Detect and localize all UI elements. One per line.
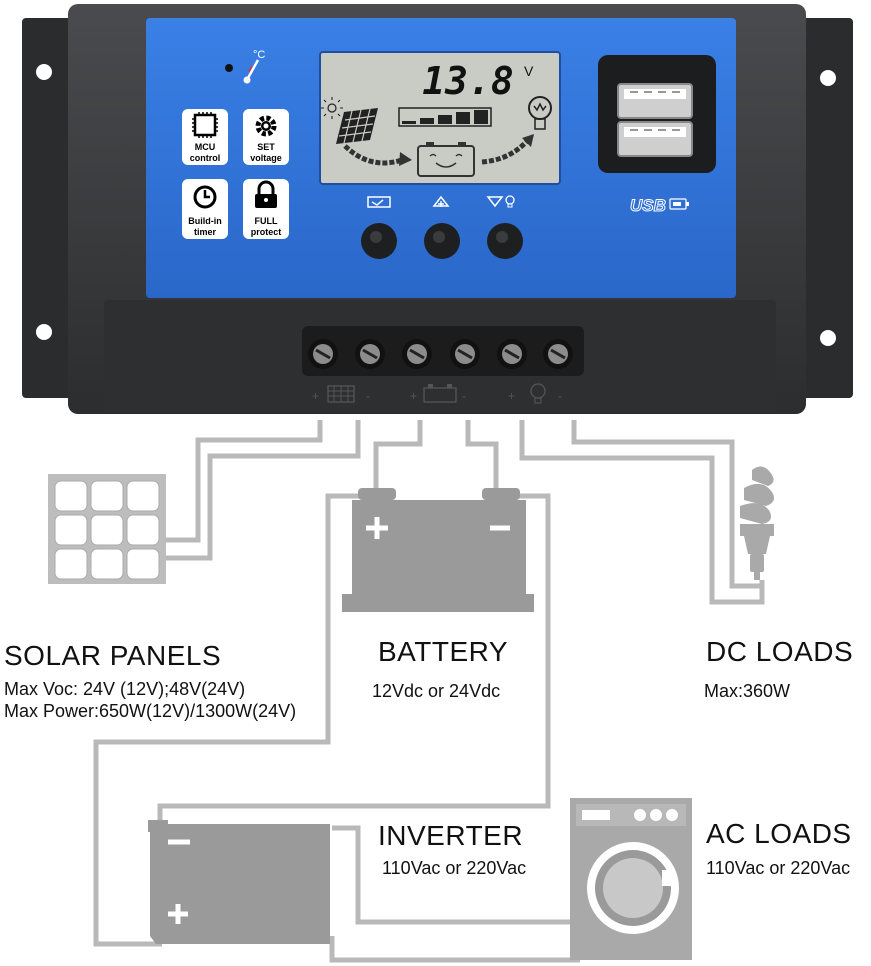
gear-icon: [255, 115, 277, 137]
battery-voltage: 12Vdc or 24Vdc: [372, 681, 501, 701]
feature-set-voltage: SET voltage: [243, 109, 289, 165]
ac-loads-voltage: 110Vac or 220Vac: [706, 858, 851, 878]
load-plus-sign: +: [508, 389, 515, 403]
feature-timer-line2: timer: [194, 227, 217, 237]
temperature-sensor: [225, 64, 233, 72]
bulb-icon: [530, 383, 546, 404]
cfl-bulb-illustration: [740, 466, 774, 580]
usb-label: USB: [630, 196, 666, 215]
lcd-bulb-icon: [528, 96, 552, 130]
battery-minus-sign: -: [462, 389, 466, 403]
lcd-flow-arrows: [343, 134, 534, 166]
lcd-voltage-readout: 13.8: [422, 59, 514, 103]
load-positive-wire: [519, 420, 765, 605]
solar-max-power: Max Power:650W(12V)/1300W(24V): [4, 701, 297, 721]
menu-button[interactable]: [361, 196, 397, 259]
solar-panels-title: SOLAR PANELS: [4, 640, 222, 671]
lcd-smiling-battery-icon: [417, 142, 475, 177]
battery-plus-sign: +: [410, 389, 417, 403]
battery-icon: [423, 384, 457, 403]
solar-terminal-label: + -: [312, 385, 370, 403]
lcd-voltage-unit: V: [524, 63, 534, 79]
battery-to-inverter-negative-wire: [157, 493, 551, 840]
up-arrow-icon: [432, 195, 450, 207]
lcd-display: 13.8 V: [319, 51, 561, 185]
inverter-title: INVERTER: [378, 820, 524, 851]
down-bulb-icon: [486, 195, 515, 208]
charge-controller: °C MCU control SET voltage: [22, 4, 853, 414]
solar-max-voc: Max Voc: 24V (12V);48V(24V): [4, 679, 246, 699]
battery-illustration: [342, 488, 534, 612]
solar-panel-illustration: [48, 474, 166, 584]
lcd-solar-panel-icon: [336, 108, 378, 144]
load-terminal-label: + -: [508, 383, 562, 404]
battery-title: BATTERY: [378, 636, 509, 667]
terminal-labels: + - + - +: [312, 383, 562, 404]
feature-mcu-control: MCU control: [182, 109, 228, 165]
solar-negative-wire: [164, 420, 361, 561]
down-load-button[interactable]: [486, 195, 523, 259]
feature-mcu-line2: control: [190, 153, 221, 163]
solar-panel-icon: [327, 385, 355, 403]
temp-unit-label: °C: [253, 49, 265, 61]
terminal-screw-battery-positive[interactable]: [402, 339, 432, 369]
thermometer-icon: [243, 59, 260, 84]
terminal-screw-load-negative[interactable]: [543, 339, 573, 369]
inverter-to-ac-load-wire-2: [329, 936, 580, 963]
usb-logo: USB: [630, 196, 689, 216]
dc-loads-title: DC LOADS: [706, 636, 854, 667]
feature-set-line1: SET: [257, 142, 275, 152]
usb-port-lower[interactable]: [617, 121, 693, 157]
left-mounting-flange: [22, 18, 80, 398]
usb-port-upper[interactable]: [617, 83, 693, 119]
up-button[interactable]: [424, 195, 460, 259]
solar-plus-sign: +: [312, 389, 319, 403]
right-mounting-flange: [795, 18, 853, 398]
terminal-screw-solar-negative[interactable]: [355, 339, 385, 369]
solar-minus-sign: -: [366, 389, 370, 403]
battery-positive-wire: [373, 420, 423, 492]
feature-timer-line1: Build-in: [188, 216, 222, 226]
clock-icon: [193, 185, 217, 209]
menu-icon: [367, 196, 391, 208]
battery-negative-wire: [465, 420, 499, 492]
ac-loads-title: AC LOADS: [706, 818, 852, 849]
terminal-screw-battery-negative[interactable]: [450, 339, 480, 369]
terminal-block: [104, 300, 776, 412]
feature-mcu-line1: MCU: [195, 142, 216, 152]
feature-set-line2: voltage: [250, 153, 282, 163]
battery-to-inverter-positive-wire: [93, 493, 376, 947]
usb-port-area: [598, 55, 716, 173]
inverter-to-ac-load-wire-1: [332, 825, 572, 925]
feature-protect-line1: FULL: [255, 216, 278, 226]
feature-build-in-timer: Build-in timer: [182, 179, 228, 239]
battery-terminal-label: + -: [410, 384, 466, 403]
feature-full-protect: FULL protect: [243, 179, 289, 239]
wiring: [93, 420, 765, 963]
terminal-screws: [308, 339, 573, 369]
terminal-screw-load-positive[interactable]: [497, 339, 527, 369]
inverter-voltage: 110Vac or 220Vac: [382, 858, 527, 878]
inverter-illustration: [148, 820, 330, 944]
sun-icon: [321, 97, 343, 119]
washing-machine-illustration: [570, 798, 692, 960]
lock-icon: [255, 180, 277, 208]
dc-loads-max: Max:360W: [704, 681, 791, 701]
solar-positive-wire: [164, 420, 323, 543]
lcd-battery-level: [398, 107, 492, 127]
feature-protect-line2: protect: [251, 227, 282, 237]
chip-icon: [192, 112, 218, 138]
load-negative-wire: [571, 420, 760, 589]
terminal-screw-solar-positive[interactable]: [308, 339, 338, 369]
load-minus-sign: -: [558, 389, 562, 403]
